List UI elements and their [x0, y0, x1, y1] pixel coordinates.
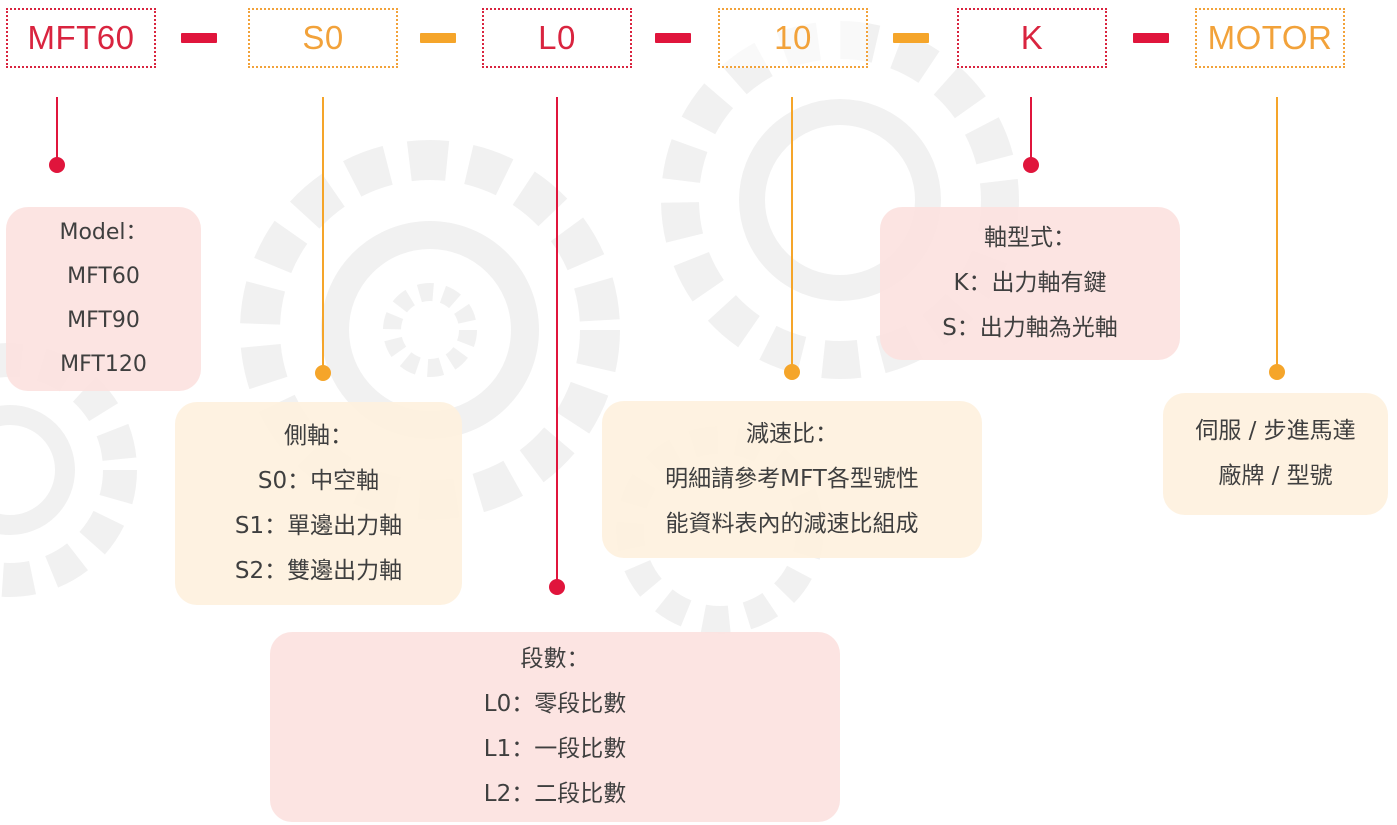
connector-line — [322, 97, 324, 373]
stages-option: L2：二段比數 — [483, 781, 627, 807]
stages-option: L1：一段比數 — [483, 736, 627, 762]
connector-line — [1276, 97, 1278, 373]
connector-dot — [1023, 157, 1039, 173]
ratio-description: 明細請參考MFT各型號性 — [665, 466, 919, 492]
side-shaft-option: S0：中空軸 — [257, 467, 380, 494]
connector-line — [56, 97, 58, 164]
ratio-box: 減速比： 明細請參考MFT各型號性 能資料表內的減速比組成 — [602, 401, 982, 558]
gear-icon — [661, 21, 1019, 379]
model-option: MFT120 — [60, 352, 147, 377]
motor-description: 伺服 / 步進馬達 — [1195, 418, 1356, 444]
motor-box: 伺服 / 步進馬達 廠牌 / 型號 — [1163, 393, 1388, 515]
model-title: Model： — [59, 220, 148, 245]
stages-box: 段數： L0：零段比數 L1：一段比數 L2：二段比數 — [270, 632, 840, 822]
shaft-type-option: S：出力軸為光軸 — [942, 315, 1118, 341]
connector-dot — [1269, 364, 1285, 380]
side-shaft-option: S1：單邊出力軸 — [234, 512, 403, 539]
code-model: MFT60 — [6, 8, 156, 68]
separator-dash — [181, 33, 217, 43]
connector-line — [1030, 97, 1032, 164]
ratio-title: 減速比： — [746, 421, 838, 447]
motor-description: 廠牌 / 型號 — [1218, 463, 1333, 489]
code-stages: L0 — [482, 8, 632, 68]
model-box: Model： MFT60 MFT90 MFT120 — [6, 207, 201, 391]
connector-dot — [49, 157, 65, 173]
separator-dash — [893, 33, 929, 43]
code-shaft-type: K — [957, 8, 1107, 68]
side-shaft-box: 側軸： S0：中空軸 S1：單邊出力軸 S2：雙邊出力軸 — [175, 402, 462, 605]
connector-line — [791, 97, 793, 372]
stages-option: L0：零段比數 — [483, 691, 627, 717]
code-motor: MOTOR — [1195, 8, 1345, 68]
model-option: MFT90 — [67, 308, 140, 333]
side-shaft-title: 側軸： — [284, 422, 353, 449]
shaft-type-option: K：出力軸有鍵 — [953, 270, 1107, 296]
connector-dot — [315, 365, 331, 381]
ratio-description: 能資料表內的減速比組成 — [665, 511, 919, 537]
model-option: MFT60 — [67, 264, 140, 289]
separator-dash — [1133, 33, 1169, 43]
connector-dot — [549, 579, 565, 595]
connector-line — [556, 97, 558, 587]
gear-icon — [0, 343, 137, 597]
code-side-shaft: S0 — [248, 8, 398, 68]
side-shaft-option: S2：雙邊出力軸 — [234, 557, 403, 584]
code-ratio: 10 — [718, 8, 868, 68]
separator-dash — [655, 33, 691, 43]
separator-dash — [420, 33, 456, 43]
stages-title: 段數： — [520, 646, 590, 672]
shaft-type-title: 軸型式： — [984, 225, 1076, 251]
connector-dot — [784, 364, 800, 380]
shaft-type-box: 軸型式： K：出力軸有鍵 S：出力軸為光軸 — [880, 207, 1180, 360]
